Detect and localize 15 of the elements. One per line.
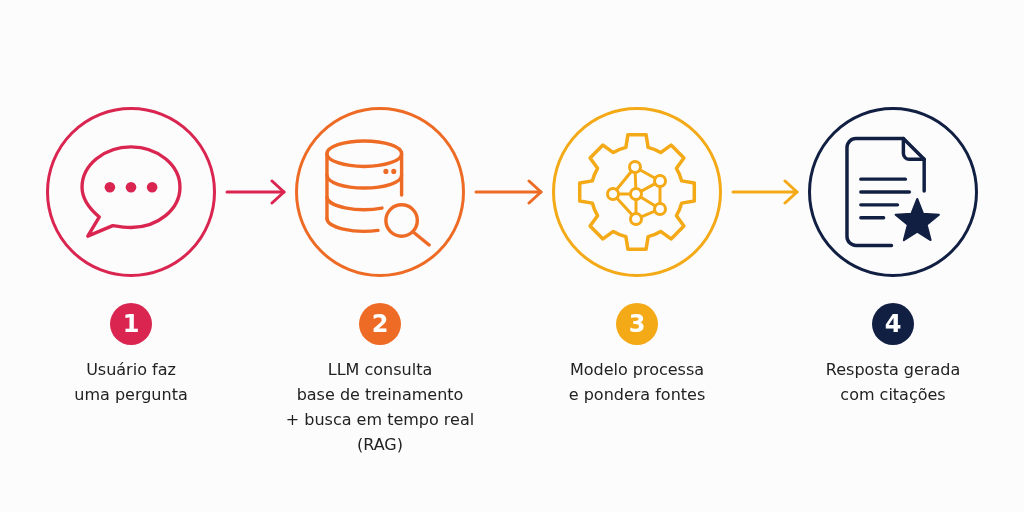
step-number: 4 (872, 303, 914, 345)
step-circle (46, 107, 216, 277)
arrow (474, 179, 543, 205)
step-description: LLM consulta base de treinamento + busca em tempo real (RAG) (285, 359, 475, 456)
step-description: Modelo processa e pondera fontes (568, 359, 706, 406)
step-number: 1 (110, 303, 152, 345)
step-number: 3 (616, 303, 658, 345)
step-description: Usuário faz uma pergunta (74, 359, 188, 406)
step-description: Resposta gerada com citações (825, 359, 961, 406)
step-circle (552, 107, 722, 277)
step-number: 2 (359, 303, 401, 345)
arrow (731, 179, 799, 205)
step-circle (808, 107, 978, 277)
arrow (225, 179, 286, 205)
step-circle (295, 107, 465, 277)
